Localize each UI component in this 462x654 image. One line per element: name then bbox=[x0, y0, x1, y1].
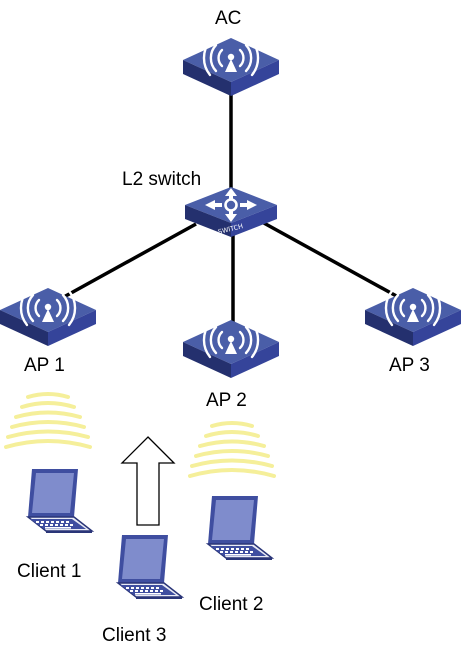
client1-laptop-icon bbox=[27, 468, 93, 534]
client3-laptop-icon bbox=[117, 534, 183, 600]
link-switch-ap1 bbox=[61, 222, 197, 300]
ap2-label: AP 2 bbox=[206, 390, 247, 411]
ap2-device-icon bbox=[181, 318, 281, 380]
movement-arrow-icon bbox=[120, 436, 176, 526]
client2-laptop-icon bbox=[207, 495, 273, 561]
link-switch-ap3 bbox=[261, 220, 401, 300]
ac-label: AC bbox=[215, 8, 242, 29]
client2-label: Client 2 bbox=[199, 594, 264, 615]
ap3-label: AP 3 bbox=[389, 355, 430, 376]
links bbox=[61, 88, 401, 330]
client3-label: Client 3 bbox=[102, 625, 167, 646]
ap1-signal-icon bbox=[4, 392, 92, 449]
switch-label: L2 switch bbox=[122, 169, 202, 190]
ac-device-icon bbox=[181, 36, 281, 98]
client1-label: Client 1 bbox=[17, 561, 82, 582]
ap2-signal-icon bbox=[188, 421, 276, 478]
ap1-device-icon bbox=[0, 286, 98, 348]
switch-device-icon: SWITCH bbox=[183, 185, 279, 239]
ap3-device-icon bbox=[363, 286, 462, 348]
ap1-label: AP 1 bbox=[24, 355, 65, 376]
